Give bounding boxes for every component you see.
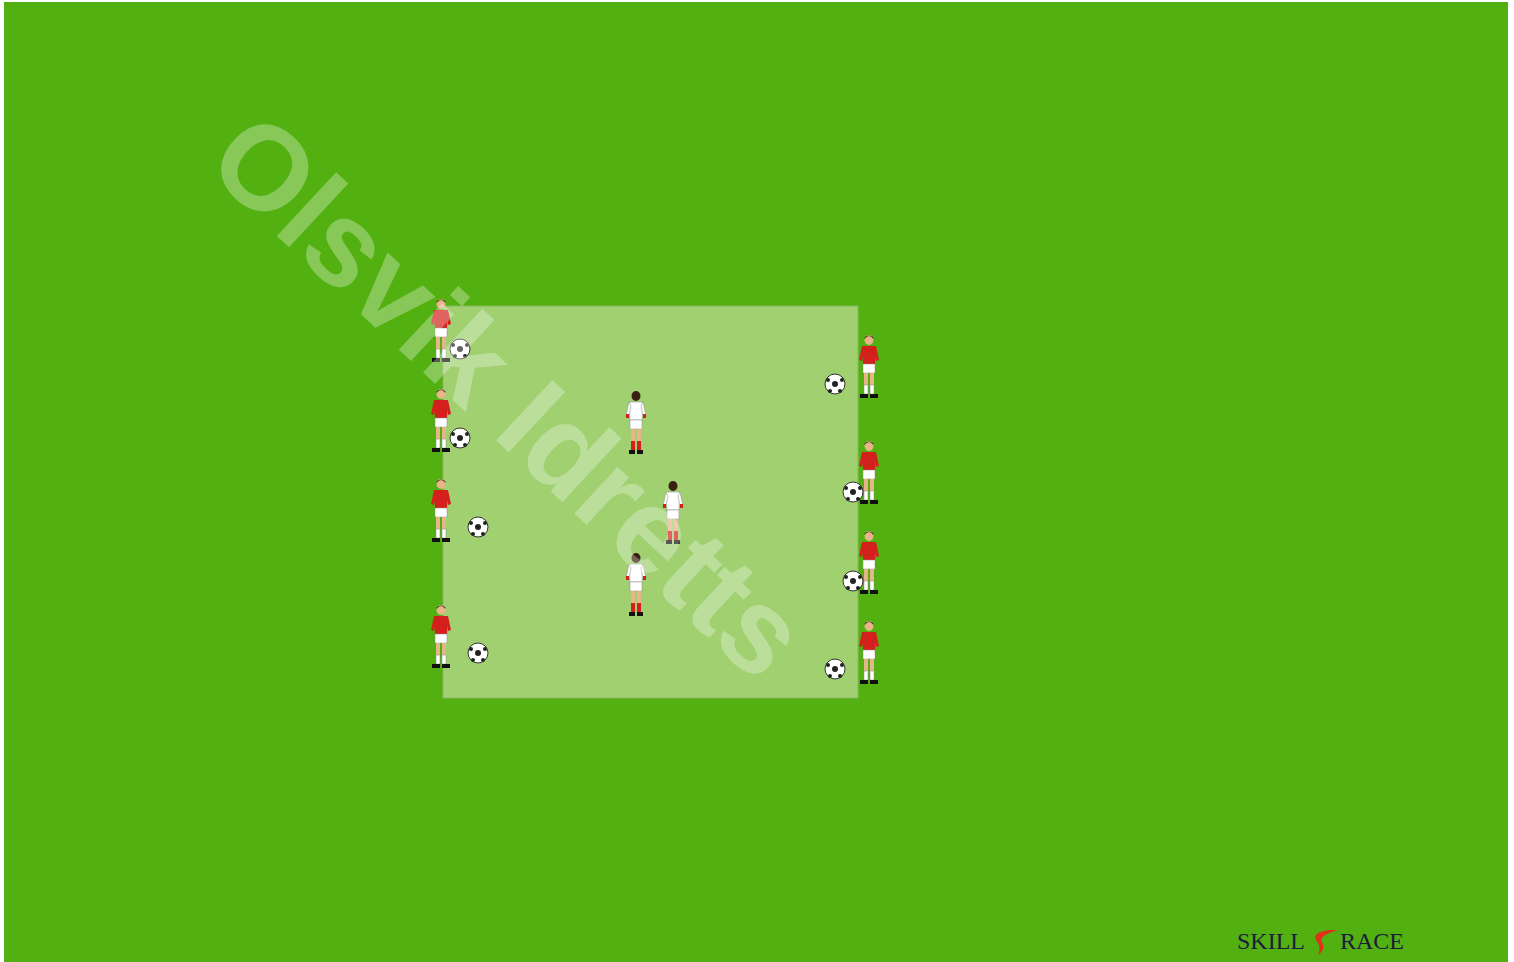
logo-text: SKILL: [1237, 928, 1305, 954]
ball: [468, 643, 488, 663]
ball: [825, 374, 845, 394]
logo-text: RACE: [1340, 929, 1404, 953]
logo-text: SKILL: [1237, 929, 1305, 953]
logo-text: RACE: [1340, 928, 1404, 954]
ball: [843, 571, 863, 591]
ball: [468, 517, 488, 537]
red-player: [859, 335, 879, 398]
ball: [843, 482, 863, 502]
grass: [4, 2, 1508, 962]
red-player: [859, 621, 879, 684]
red-player: [431, 605, 451, 668]
logo-swoosh: [1315, 930, 1338, 955]
red-player: [431, 479, 451, 542]
ball: [825, 659, 845, 679]
